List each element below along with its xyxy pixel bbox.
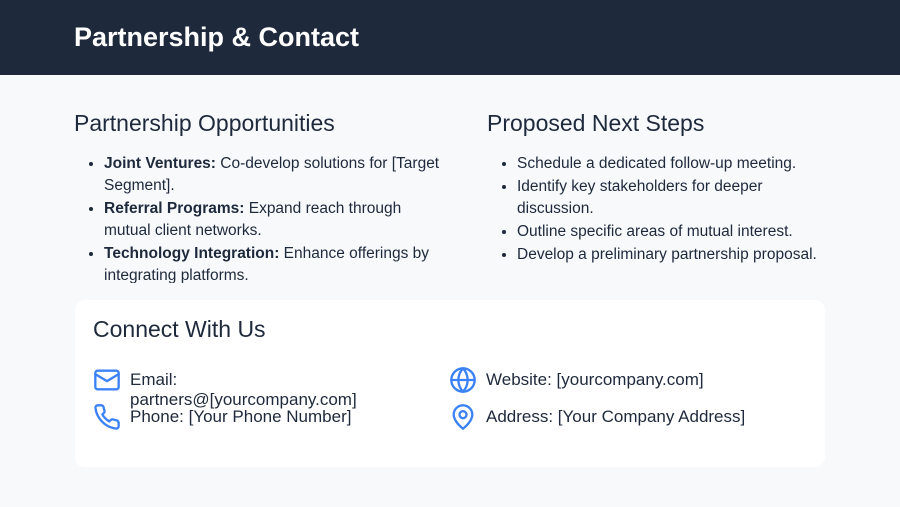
page-title: Partnership & Contact [74, 22, 360, 52]
list-item: Technology Integration: Enhance offering… [104, 243, 444, 283]
section-title: Proposed Next Steps [487, 110, 705, 136]
list-item: Identify key stakeholders for deeper dis… [517, 176, 827, 220]
mail-icon [94, 369, 120, 391]
list-item: Develop a preliminary partnership propos… [517, 244, 827, 266]
list-item: Joint Ventures: Co-develop solutions for… [104, 153, 444, 197]
phone-icon [94, 404, 120, 430]
globe-icon [450, 367, 476, 393]
list-item: Schedule a dedicated follow-up meeting. [517, 153, 827, 175]
proposed-next-steps: Proposed Next Steps Schedule a dedicated… [487, 110, 827, 283]
map-pin-icon [452, 404, 474, 430]
header: Partnership & Contact [0, 0, 900, 75]
connect-card: Connect With Us Email: partners@[yourcom… [75, 300, 825, 467]
partnership-opportunities: Partnership Opportunities Joint Ventures… [74, 110, 444, 283]
address-contact: Address: [Your Company Address] [449, 404, 745, 431]
email-contact[interactable]: Email: partners@[yourcompany.com] [93, 369, 393, 410]
section-title: Partnership Opportunities [74, 110, 335, 136]
section-title: Connect With Us [93, 316, 266, 342]
website-contact[interactable]: Website: [yourcompany.com] [449, 367, 704, 394]
phone-contact[interactable]: Phone: [Your Phone Number] [93, 404, 351, 431]
list-item: Referral Programs: Expand reach through … [104, 198, 444, 242]
list-item: Outline specific areas of mutual interes… [517, 221, 827, 243]
